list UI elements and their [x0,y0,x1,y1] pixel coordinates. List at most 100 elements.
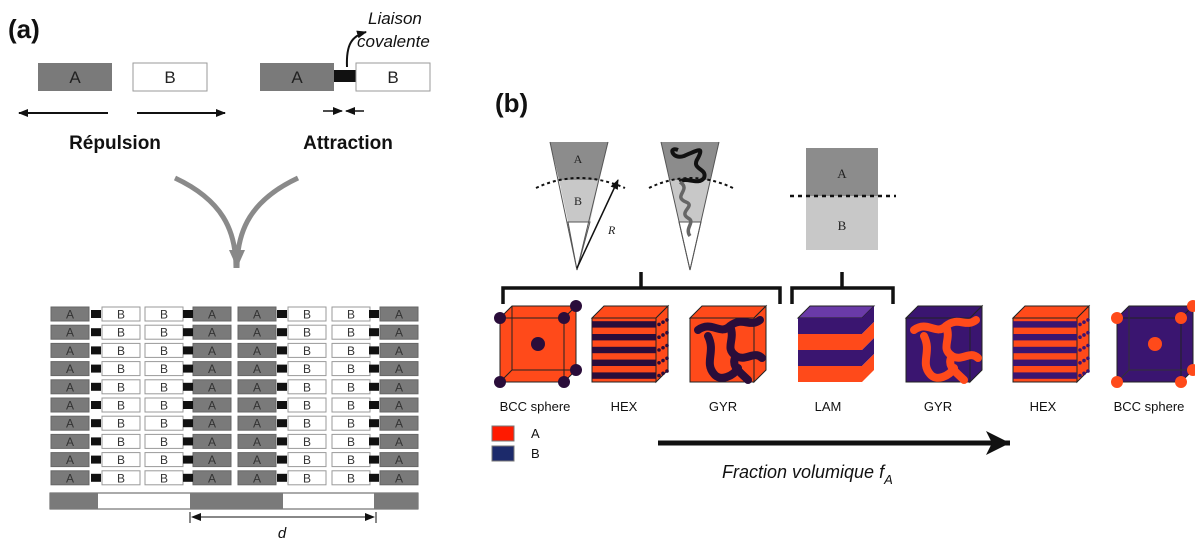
lamella-block-b [287,361,327,377]
hex-cylinder-end [665,318,669,322]
legend: A B [491,425,540,462]
lamella-block-a [379,361,419,377]
lamella-block-label: B [160,399,168,413]
lamella-layer-side [862,322,874,350]
phase-cube-gyr-b [904,304,984,384]
cone1-interface [535,177,626,189]
sphere-center [531,337,545,351]
lamella-block-label: A [208,344,216,358]
lamella-block-label: A [66,308,74,322]
hex-cylinder-end [1086,343,1090,348]
lamella-block-a [237,324,277,340]
bracket-curved [501,272,782,304]
sphere-corner [558,376,570,388]
panel-a-label: (a) [8,14,40,44]
lamella-block-label: B [347,435,355,449]
lamella-block-label: A [66,344,74,358]
lamella-block-label: A [253,435,261,449]
phase-cubes [494,300,1195,388]
lamella-block-label: A [208,308,216,322]
flat-schematic-lamella: A B [790,148,896,250]
period-label: d [278,525,287,540]
cone-schematic-sphere: A B R [535,141,626,271]
phase-cube-bcc-a [494,300,582,388]
hex-cylinder [592,321,656,328]
lamella-block-a [379,379,419,395]
lamella-block-b [287,452,327,468]
lamella-bond [183,310,193,318]
bond-label-line1: Liaison [368,9,422,28]
lamella-block-label: B [117,308,125,322]
axis-label-subscript: A [883,472,893,487]
block-b-free [132,62,208,92]
lamella-bond [277,455,287,464]
lamella-block-label: A [208,471,216,485]
lamella-block-a [237,452,277,468]
lamella-bond [369,328,379,337]
lamella-bond [91,364,101,373]
lamella-layer [798,318,862,334]
lamella-block-a [379,415,419,431]
hex-cylinder [1013,321,1077,328]
lamella-block-b [101,306,141,322]
lamella-block-a [379,452,419,468]
lamella-block-b [101,397,141,413]
domain-a-3 [374,493,418,509]
lamella-block-label: B [160,453,168,467]
lamella-layer [798,334,862,350]
lamella-block-label: A [395,453,403,467]
lamella-bond [369,473,379,482]
legend-swatch-b [491,445,515,462]
lamella-block-label: B [303,380,311,394]
lamella-bond [91,382,101,391]
lamella-block-label: A [253,362,261,376]
lamella-block-label: A [253,471,261,485]
lamella-block-label: A [253,453,261,467]
lamella-bond [277,346,287,355]
hex-cylinder-end [657,322,661,327]
hex-cylinder-end [661,371,665,376]
lamella-block-b [287,433,327,449]
cube-top [688,305,768,319]
hex-cylinder [1013,334,1077,341]
lamella-block-label: B [347,308,355,322]
lamella-bond [91,437,101,446]
lamella-block-label: A [395,344,403,358]
hex-cylinder-end [1086,356,1090,361]
phase-label: BCC sphere [1114,399,1185,414]
lamella-block-b [101,470,141,486]
axis-label: Fraction volumique fA [722,462,893,487]
lamella-block-label: A [253,417,261,431]
lamella-block-label: B [117,399,125,413]
lamella-bond [183,328,193,337]
lamella-bond [91,455,101,464]
block-b-bonded-label: B [387,68,398,87]
lamella-bond [277,364,287,373]
hex-cylinder-end [1078,361,1082,365]
lamella-bond [277,328,287,337]
lamella-block-label: A [208,417,216,431]
lamella-block-a [50,379,90,395]
converge-arrow-left [173,175,239,269]
phase-label: GYR [924,399,952,414]
hex-cylinder [592,346,656,354]
converge-arrow-right [229,175,300,269]
lamella-bond [277,310,287,318]
lamella-block-b [287,379,327,395]
hex-cylinder-end [1082,371,1086,376]
domain-bar [49,492,419,510]
hex-cylinder-end [665,356,669,361]
domain-a-2 [190,493,283,509]
lamella-block-label: A [253,344,261,358]
lamella-block-label: B [347,453,355,467]
lamella-bond [369,401,379,409]
cone2-edge-right [689,141,720,271]
lamella-block-label: A [208,362,216,376]
lamella-block-a [237,415,277,431]
hex-cylinder-end [1078,335,1082,340]
